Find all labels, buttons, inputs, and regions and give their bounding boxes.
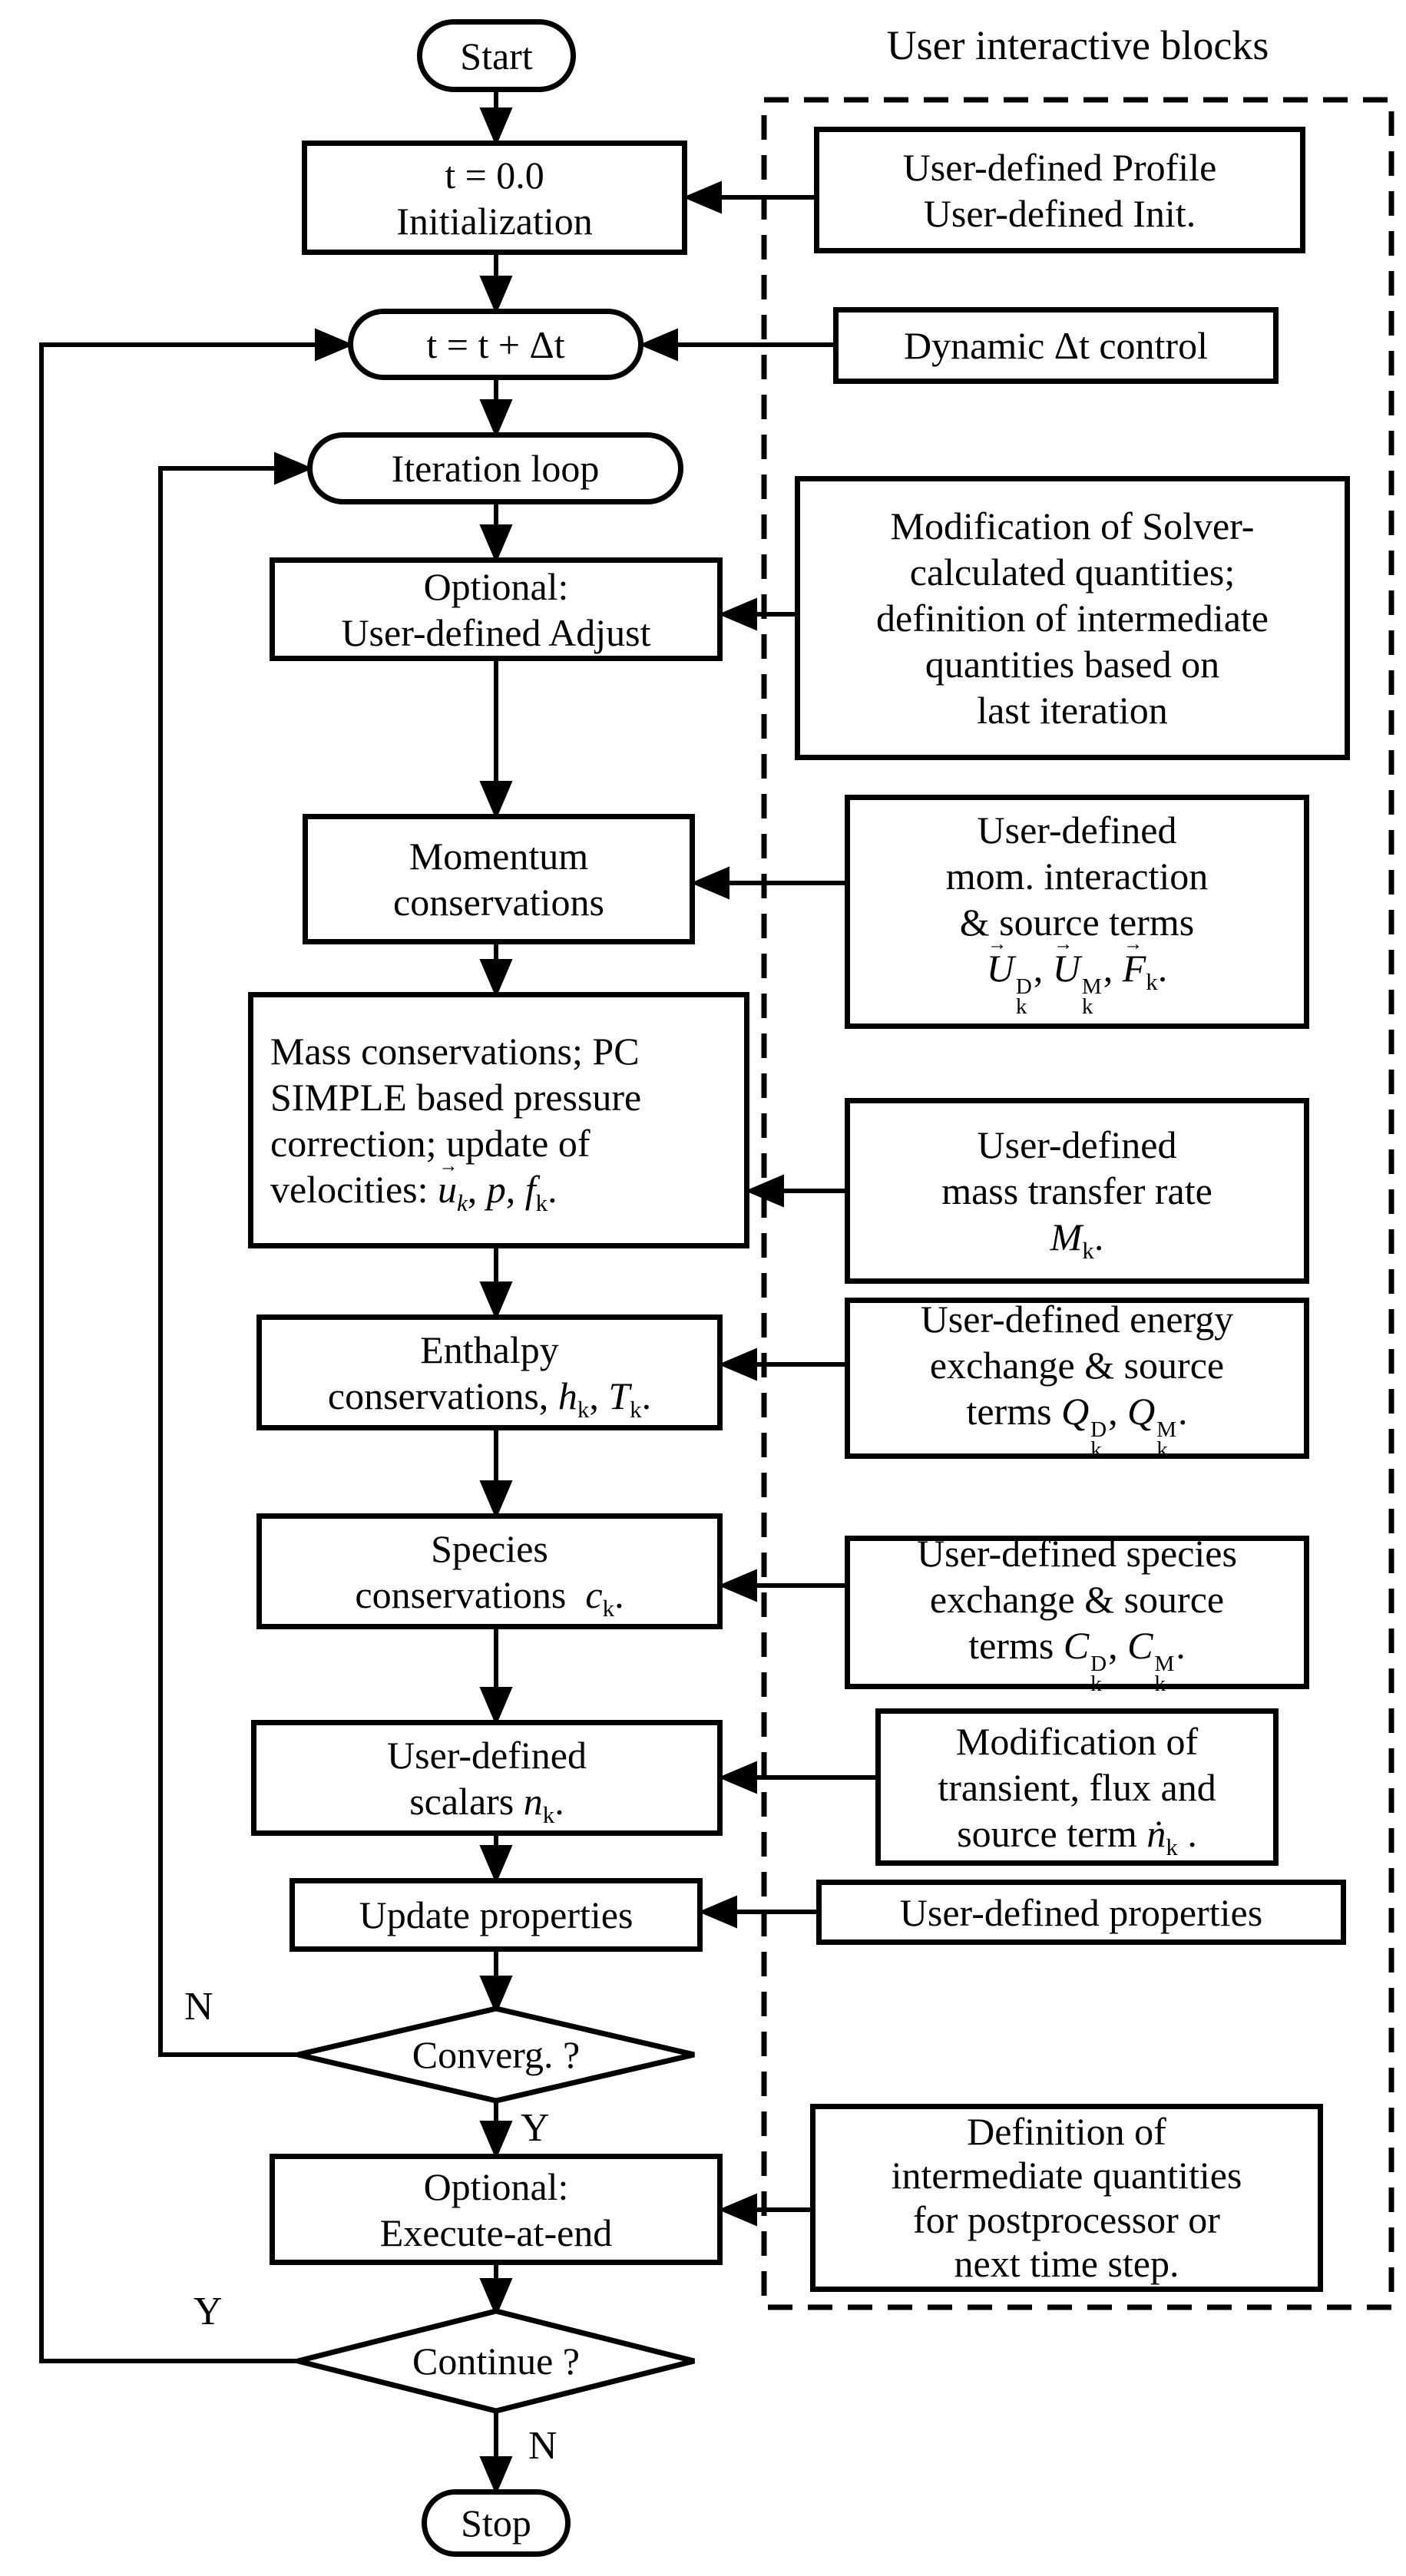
- node-line: Optional:: [423, 2164, 569, 2208]
- continue-yes-label: Y: [194, 2290, 223, 2333]
- node-line: calculated quantities;: [909, 551, 1236, 594]
- node-line: Initialization: [396, 199, 593, 243]
- node-line: User-defined Init.: [923, 191, 1196, 235]
- arrow-iteration-to-adjust: [479, 504, 513, 564]
- node-line: Modification of Solver-: [890, 504, 1255, 547]
- time-step-oval: t = t + Δt: [348, 309, 643, 380]
- arrow-profile-to-init: [683, 180, 814, 214]
- solver-modification-block: Modification of Solver- calculated quant…: [795, 476, 1350, 760]
- node-line: User-defined Profile: [902, 145, 1217, 189]
- arrow-momentum-to-mass: [479, 944, 513, 998]
- init-process: t = 0.0 Initialization: [302, 141, 687, 255]
- arrow-momterms-to-momentum: [690, 866, 845, 900]
- user-blocks-title: User interactive blocks: [886, 22, 1269, 68]
- arrow-scalars-to-update: [479, 1836, 513, 1884]
- transient-modification-block: Modification of transient, flux and sour…: [875, 1708, 1279, 1866]
- node-line: User-defined energy: [920, 1298, 1234, 1341]
- node-line: mom. interaction: [945, 854, 1209, 898]
- node-line: User-defined species: [917, 1532, 1237, 1576]
- node-line: Optional:: [423, 564, 569, 608]
- converg-no-label: N: [184, 1985, 213, 2029]
- arrow-execute-to-continue: [479, 2265, 513, 2317]
- node-line: mass transfer rate: [941, 1169, 1212, 1212]
- dt-control-block: Dynamic Δt control: [833, 307, 1279, 384]
- node-line: Enthalpy: [420, 1328, 559, 1371]
- start-terminal: Start: [417, 19, 576, 92]
- arrow-start-to-init: [479, 92, 513, 147]
- node-line: t = 0.0: [445, 153, 544, 197]
- node-line: intermediate quantities: [891, 2154, 1242, 2197]
- arrow-converg-to-execute: [479, 2101, 513, 2160]
- node-line: conservations, hk, Tk.: [327, 1374, 652, 1423]
- converg-decision-text: Converg. ?: [412, 2033, 581, 2076]
- momentum-process: Momentum conservations: [303, 814, 695, 944]
- arrow-species-to-scalars: [479, 1629, 513, 1726]
- node-line: conservations ck.: [355, 1572, 624, 1622]
- converg-yes-label: Y: [521, 2106, 550, 2150]
- arrow-timestep-to-iteration: [479, 380, 513, 438]
- arrow-adjust-to-momentum: [479, 661, 513, 820]
- node-line: definition of intermediate: [876, 597, 1269, 640]
- arrow-speciesterms-to-species: [718, 1569, 845, 1602]
- node-line: Execute-at-end: [379, 2211, 613, 2254]
- node-line: transient, flux and: [938, 1765, 1216, 1809]
- node-line: for postprocessor or: [913, 2197, 1220, 2241]
- execute-process: Optional: Execute-at-end: [270, 2154, 723, 2265]
- iteration-loop-oval: Iteration loop: [307, 432, 683, 504]
- continue-no-label: N: [528, 2424, 557, 2468]
- arrow-solvermod-to-adjust: [718, 597, 795, 631]
- arrow-update-to-converg: [479, 1952, 513, 2015]
- node-line: next time step.: [954, 2242, 1179, 2285]
- node-line: Modification of: [955, 1719, 1199, 1763]
- node-line: Mk.: [1050, 1215, 1104, 1264]
- node-line: Momentum: [409, 835, 589, 878]
- node-line: exchange & source: [929, 1344, 1225, 1387]
- node-line: exchange & source: [929, 1578, 1225, 1622]
- momentum-terms-block: User-defined mom. interaction & source t…: [845, 795, 1309, 1029]
- species-terms-block: User-defined species exchange & source t…: [845, 1532, 1309, 1695]
- node-line: User-defined: [387, 1733, 587, 1777]
- species-process: Species conservations ck.: [256, 1513, 723, 1629]
- node-line: SIMPLE based pressure: [270, 1076, 642, 1119]
- node-line: correction; update of: [270, 1122, 591, 1165]
- arrow-init-to-timestep: [479, 255, 513, 315]
- node-line: User-defined: [977, 808, 1177, 852]
- arrow-enthalpy-to-species: [479, 1430, 513, 1519]
- adjust-process: Optional: User-defined Adjust: [270, 557, 723, 661]
- arrow-transientmod-to-scalars: [718, 1761, 875, 1794]
- mass-process: Mass conservations; PC SIMPLE based pres…: [248, 992, 749, 1248]
- continue-decision-text: Continue ?: [412, 2340, 581, 2383]
- mass-transfer-block: User-defined mass transfer rate Mk.: [845, 1098, 1309, 1284]
- arrow-mass-to-enthalpy: [479, 1248, 513, 1321]
- node-line: quantities based on: [925, 643, 1220, 686]
- node-line: scalars nk.: [409, 1779, 564, 1828]
- arrow-continue-to-stop: [479, 2411, 513, 2495]
- arrow-dtcontrol-to-timestep: [639, 328, 833, 362]
- node-line: User-defined: [977, 1123, 1177, 1166]
- profile-block: User-defined Profile User-defined Init.: [814, 127, 1305, 253]
- arrow-energyterms-to-enthalpy: [718, 1348, 845, 1381]
- arrow-masstransfer-to-mass: [745, 1174, 845, 1208]
- node-line: UDk, UMk, Fk.: [987, 933, 1168, 1017]
- properties-block: User-defined properties: [816, 1880, 1346, 1945]
- node-line: Species: [431, 1526, 548, 1570]
- node-line: Definition of: [967, 2109, 1166, 2153]
- node-line: velocities: uk, p, fk.: [270, 1155, 557, 1215]
- node-line: last iteration: [977, 689, 1168, 732]
- energy-terms-block: User-defined energy exchange & source te…: [845, 1298, 1309, 1463]
- update-properties-process: Update properties: [289, 1878, 703, 1952]
- node-line: source term ṅk .: [957, 1811, 1197, 1860]
- definition-block: Definition of intermediate quantities fo…: [810, 2104, 1323, 2292]
- arrow-definition-to-execute: [718, 2193, 810, 2227]
- enthalpy-process: Enthalpy conservations, hk, Tk.: [256, 1314, 723, 1430]
- arrow-properties-to-update: [698, 1895, 816, 1929]
- stop-terminal: Stop: [422, 2489, 571, 2557]
- node-line: User-defined Adjust: [341, 610, 651, 654]
- node-line: conservations: [393, 881, 604, 924]
- scalars-process: User-defined scalars nk.: [251, 1720, 723, 1836]
- node-line: Mass conservations; PC: [270, 1030, 640, 1073]
